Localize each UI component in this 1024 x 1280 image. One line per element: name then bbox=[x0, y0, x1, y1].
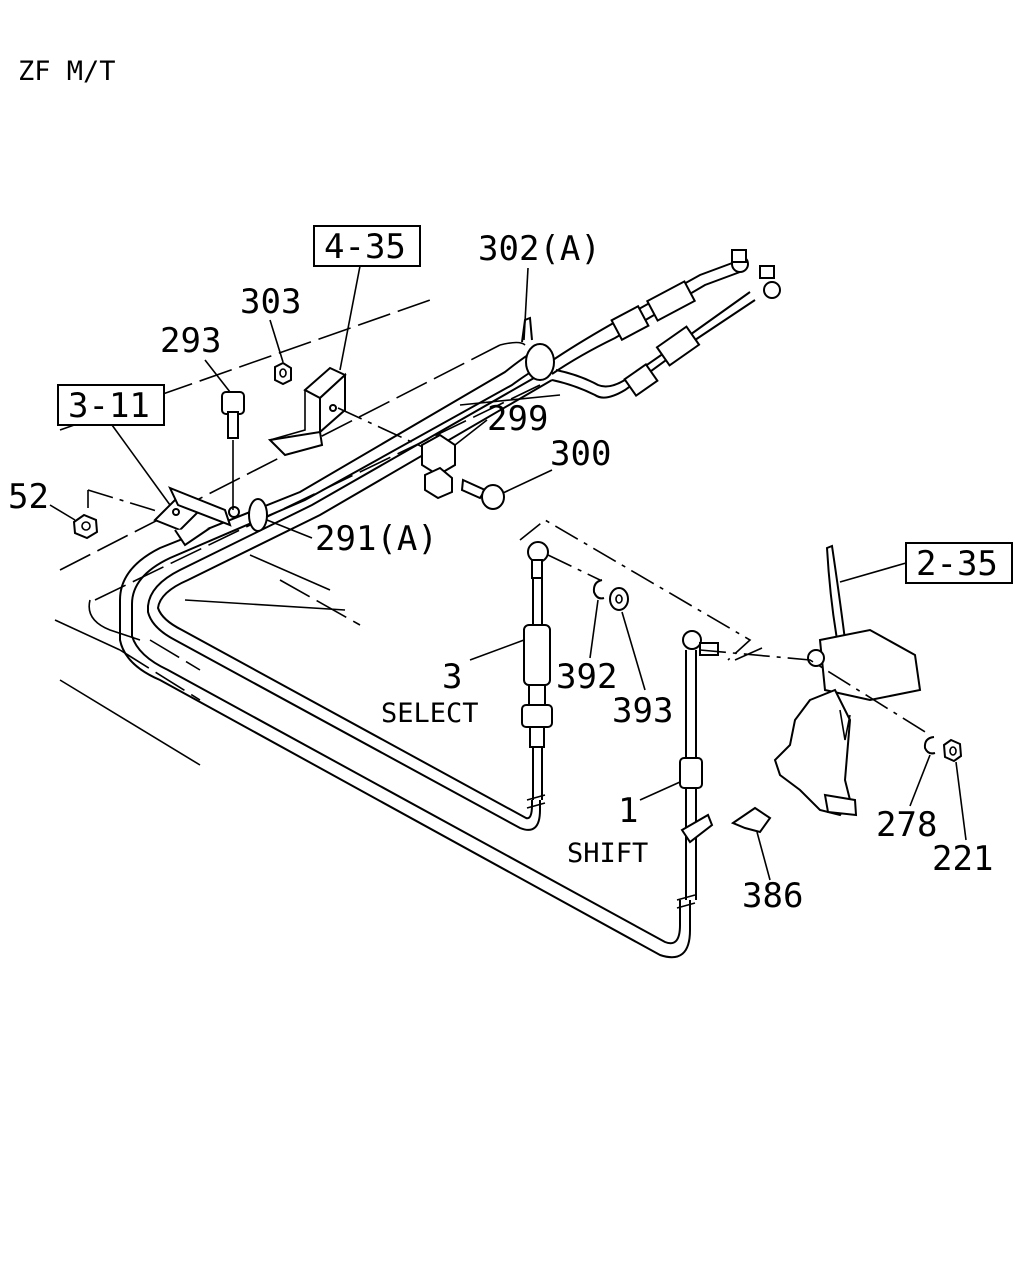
label-386: 386 bbox=[742, 876, 803, 916]
leader-4-35 bbox=[339, 265, 361, 371]
cable-assembly-main bbox=[119, 344, 696, 959]
leader-302a bbox=[523, 267, 529, 341]
snap-ring-278 bbox=[923, 736, 936, 755]
nut-303 bbox=[274, 361, 292, 386]
label-291a: 291(A) bbox=[315, 519, 438, 559]
label-300: 300 bbox=[550, 434, 611, 474]
diagram-title: ZF M/T bbox=[18, 56, 116, 87]
leader-293 bbox=[204, 359, 231, 393]
leader-392 bbox=[589, 599, 599, 659]
ref-box-3-11[interactable]: 3-11 bbox=[57, 384, 165, 426]
leader-3-11 bbox=[111, 424, 171, 506]
leader-300 bbox=[502, 469, 553, 494]
label-302a: 302(A) bbox=[478, 229, 601, 269]
label-1: 1 bbox=[618, 791, 638, 831]
ref-box-2-35[interactable]: 2-35 bbox=[905, 542, 1013, 584]
label-shift: SHIFT bbox=[567, 838, 648, 869]
bracket-4-35 bbox=[267, 366, 441, 457]
ref-label-3-11: 3-11 bbox=[68, 386, 150, 426]
label-303: 303 bbox=[240, 282, 301, 322]
ref-label-4-35: 4-35 bbox=[324, 227, 406, 267]
cable-ends-302 bbox=[521, 249, 781, 399]
floor-panel-outline bbox=[54, 299, 561, 766]
nut-221 bbox=[942, 738, 963, 763]
label-393: 393 bbox=[612, 691, 673, 731]
label-278: 278 bbox=[876, 805, 937, 845]
bolt-300 bbox=[460, 478, 505, 510]
nut-52 bbox=[72, 513, 99, 540]
label-52: 52 bbox=[8, 477, 49, 517]
leader-221 bbox=[955, 761, 967, 841]
leader-278 bbox=[909, 754, 931, 807]
label-3: 3 bbox=[442, 657, 462, 697]
leader-299 bbox=[454, 419, 488, 446]
shift-cable-1 bbox=[679, 630, 719, 900]
label-299: 299 bbox=[487, 399, 548, 439]
shift-lever-2-35 bbox=[699, 544, 931, 817]
leader-303 bbox=[269, 319, 284, 363]
snap-ring-392 bbox=[592, 579, 605, 600]
label-392: 392 bbox=[556, 657, 617, 697]
leader-52 bbox=[49, 504, 76, 521]
leader-1 bbox=[639, 781, 681, 801]
leader-2-35 bbox=[839, 562, 907, 583]
leader-386 bbox=[756, 831, 771, 881]
bolt-293 bbox=[221, 391, 245, 510]
leader-291a bbox=[266, 519, 313, 539]
label-293: 293 bbox=[160, 321, 221, 361]
select-cable-3 bbox=[519, 519, 752, 800]
clip-386 bbox=[730, 806, 772, 834]
label-select: SELECT bbox=[381, 698, 479, 729]
ref-label-2-35: 2-35 bbox=[916, 544, 998, 584]
leader-393 bbox=[621, 611, 646, 691]
clamp-299 bbox=[421, 433, 456, 500]
label-221: 221 bbox=[932, 839, 993, 879]
washer-393 bbox=[609, 587, 629, 611]
clip-291a bbox=[248, 498, 268, 532]
leader-3 bbox=[469, 639, 525, 661]
bracket-3-11 bbox=[87, 486, 240, 547]
ref-box-4-35[interactable]: 4-35 bbox=[313, 225, 421, 267]
